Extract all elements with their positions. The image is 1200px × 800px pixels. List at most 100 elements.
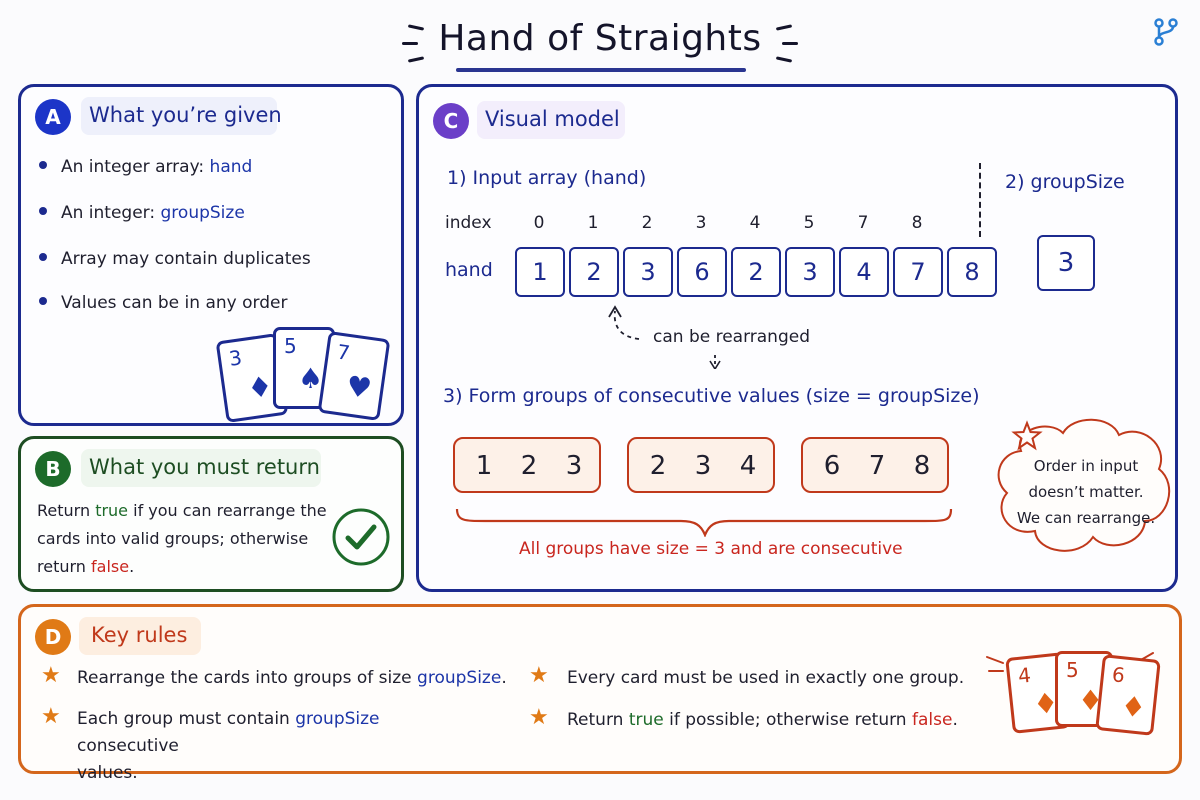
index-value: 5 — [803, 213, 815, 233]
group-value: 2 — [649, 451, 667, 481]
badge-b: B — [35, 451, 71, 487]
title-accent-mark — [402, 42, 418, 45]
groups-label: 3) Form groups of consecutive values (si… — [443, 385, 980, 407]
card-rank: 5 — [1066, 658, 1079, 682]
star-icon: ★ — [529, 705, 549, 730]
groupsize-label: 2) groupSize — [1005, 171, 1125, 193]
group-value: 1 — [475, 451, 493, 481]
group-value: 3 — [565, 451, 583, 481]
bullet-text: An integer array: — [61, 157, 205, 177]
false-keyword: false — [912, 710, 953, 730]
code-groupsize: groupSize — [160, 203, 245, 223]
panel-key-rules: D Key rules ★ Rearrange the cards into g… — [18, 604, 1182, 783]
heart-icon: ♥ — [344, 369, 374, 406]
text: if you can rearrange the — [133, 501, 327, 520]
group-value: 6 — [823, 451, 841, 481]
rule-text: Each group must contain — [77, 709, 290, 729]
card-rank: 3 — [227, 345, 244, 371]
panel-d-heading: Key rules — [91, 623, 188, 647]
branch-icon[interactable] — [1150, 16, 1182, 48]
rule-item: Rearrange the cards into groups of size … — [77, 665, 507, 692]
star-icon: ★ — [41, 663, 61, 688]
rule-text: values. — [77, 763, 138, 783]
heading-highlight — [477, 101, 625, 139]
hand-cell: 7 — [893, 247, 943, 297]
hand-label: hand — [445, 259, 493, 281]
bullet-item: An integer: groupSize — [39, 203, 245, 223]
group-value: 4 — [739, 451, 757, 481]
true-keyword: true — [95, 501, 129, 520]
diamond-icon: ♦ — [1119, 689, 1148, 725]
cloud-line: doesn’t matter. — [1028, 483, 1144, 501]
cloud-line: Order in input — [1033, 457, 1139, 475]
code-hand: hand — [209, 157, 253, 177]
playing-card: 7 ♥ — [317, 331, 391, 421]
hand-cell: 2 — [569, 247, 619, 297]
hand-cell: 1 — [515, 247, 565, 297]
cloud-line: We can rearrange. — [1016, 509, 1156, 527]
groups-note: All groups have size = 3 and are consecu… — [519, 539, 903, 559]
index-value: 3 — [695, 213, 707, 233]
panel-a-heading: What you’re given — [89, 103, 282, 127]
badge-a: A — [35, 99, 71, 135]
page-title: Hand of Straights — [438, 18, 762, 59]
star-icon: ★ — [529, 663, 549, 688]
text: . — [129, 557, 135, 576]
rule-text: . — [501, 668, 507, 688]
bullet-item: Values can be in any order — [39, 293, 287, 313]
cloud-text: Order in input doesn’t matter. We can re… — [1005, 453, 1167, 531]
rule-text: Return — [567, 710, 624, 730]
card-rank: 6 — [1110, 662, 1127, 688]
star-icon: ★ — [41, 704, 61, 729]
heading-highlight — [81, 449, 321, 487]
bullet-item: An integer array: hand — [39, 157, 252, 177]
hand-cell: 4 — [839, 247, 889, 297]
input-array-label: 1) Input array (hand) — [447, 167, 647, 189]
text: cards into valid groups; otherwise — [37, 529, 309, 548]
groups-brace — [455, 508, 953, 537]
hand-cell: 2 — [731, 247, 781, 297]
heading-highlight — [79, 617, 201, 655]
panel-visual-model: C Visual model 1) Input array (hand) 2) … — [416, 84, 1178, 592]
card-rank: 5 — [284, 334, 297, 358]
rearrange-arrows — [608, 305, 721, 369]
panel-return: B What you must return Return true if yo… — [18, 436, 404, 592]
spade-icon: ♠ — [298, 362, 324, 395]
hand-cell: 3 — [785, 247, 835, 297]
hand-cell: 8 — [947, 247, 997, 297]
text: Return — [37, 501, 91, 520]
hand-cell: 6 — [677, 247, 727, 297]
bullet-text: Values can be in any order — [61, 293, 288, 313]
group-value: 7 — [868, 451, 886, 481]
bullet-dot — [39, 161, 47, 169]
group-value: 2 — [520, 451, 538, 481]
index-label: index — [445, 213, 492, 233]
diamond-icon: ♦ — [245, 369, 275, 406]
badge-c: C — [433, 103, 469, 139]
title-accent-mark — [782, 42, 798, 45]
bullet-dot — [39, 253, 47, 261]
bullet-dot — [39, 207, 47, 215]
bullet-text: An integer: — [61, 203, 156, 223]
code-groupsize: groupSize — [295, 709, 380, 729]
bullet-text: Array may contain duplicates — [61, 249, 311, 269]
return-description: Return true if you can rearrange the car… — [37, 497, 337, 581]
playing-card: 6 ♦ — [1095, 654, 1161, 736]
rule-text: if possible; otherwise return — [669, 710, 907, 730]
heading-highlight — [81, 97, 277, 135]
bullet-dot — [39, 297, 47, 305]
group-value: 3 — [694, 451, 712, 481]
index-value: 0 — [533, 213, 545, 233]
badge-d: D — [35, 619, 71, 655]
true-keyword: true — [628, 710, 664, 730]
index-value: 1 — [587, 213, 599, 233]
rule-text: . — [952, 710, 958, 730]
card-rank: 7 — [335, 339, 352, 366]
title-underline — [456, 68, 746, 72]
bullet-item: Array may contain duplicates — [39, 249, 311, 269]
rule-item: Return true if possible; otherwise retur… — [567, 707, 958, 734]
check-circle-icon — [331, 507, 391, 567]
rule-item: Each group must contain groupSize consec… — [77, 706, 477, 787]
